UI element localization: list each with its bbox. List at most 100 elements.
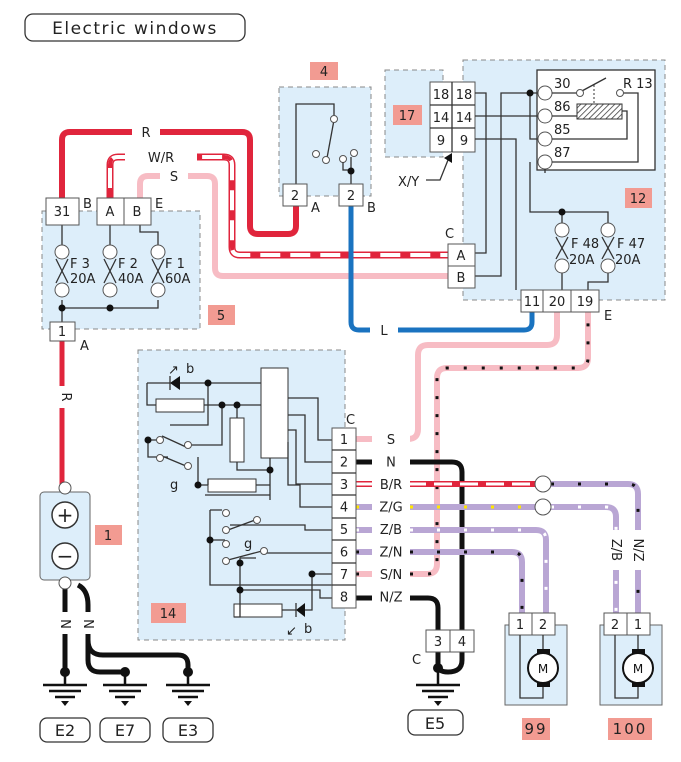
fusebox-zone: [41, 210, 201, 330]
component-label-1: 1: [104, 529, 112, 544]
connector-4a: 2: [291, 189, 299, 204]
ground-label: E3: [178, 721, 198, 740]
connector-4b: 2: [347, 189, 355, 204]
ground-e5: 3 4 C E5: [407, 629, 475, 736]
connector-pin-1: 1: [340, 433, 348, 448]
wire-l: [348, 206, 535, 333]
switch-label-1: g: [170, 478, 178, 493]
wire-label-pin-4: Z/G: [379, 501, 402, 516]
motor-100: 2 1 M 100: [599, 612, 663, 740]
junction-zg: [534, 498, 552, 516]
wire-label-battery-r: R: [58, 392, 73, 401]
connector-pin-6: 6: [340, 546, 348, 561]
ground-label: E2: [55, 721, 75, 740]
svg-text:2: 2: [611, 618, 619, 633]
wire-s-top: [137, 173, 448, 279]
wire-s: [356, 312, 560, 442]
ground-e3: E3: [162, 667, 214, 743]
svg-text:1: 1: [516, 618, 524, 633]
svg-text:1: 1: [634, 618, 642, 633]
svg-text:9: 9: [437, 134, 445, 149]
svg-text:↙: ↙: [286, 624, 297, 639]
component-label-14: 14: [160, 607, 177, 622]
wire-label-pin-8: N/Z: [379, 591, 402, 606]
wire-label-zb-motor100: Z/B: [608, 539, 623, 561]
svg-text:F 3: F 3: [70, 257, 90, 272]
battery-plus: +: [57, 503, 74, 527]
svg-text:M: M: [538, 662, 548, 676]
component-label-100: 100: [613, 720, 648, 738]
wire-label-l: L: [380, 324, 388, 339]
svg-text:↗: ↗: [168, 363, 179, 378]
connector-31: 31: [54, 205, 71, 220]
svg-text:4: 4: [458, 635, 466, 650]
connector-12c-a: A: [457, 249, 466, 264]
connector-1: 1: [58, 325, 66, 340]
ground-label-e5: E5: [425, 714, 445, 733]
wire-label-s: S: [170, 170, 178, 185]
wire-label-wr: W/R: [148, 151, 174, 166]
svg-text:87: 87: [554, 146, 571, 161]
svg-text:C: C: [412, 653, 421, 668]
connector-e-b: B: [133, 205, 142, 220]
connector-12e-19: 19: [577, 295, 594, 310]
svg-text:18: 18: [433, 88, 450, 103]
svg-text:B: B: [83, 197, 92, 212]
wire-label-pin-7: S/N: [380, 568, 402, 583]
svg-text:M: M: [633, 662, 643, 676]
svg-text:A: A: [80, 339, 89, 354]
connector-pin-4: 4: [340, 501, 348, 516]
svg-text:A: A: [311, 201, 320, 216]
connector-pin-7: 7: [340, 568, 348, 583]
svg-text:86: 86: [554, 100, 571, 115]
wire-label-ground-n1: N: [57, 619, 72, 629]
fuse-f3: [54, 244, 70, 298]
switch4-zone: [278, 86, 372, 197]
grounds: E2 E7 E3: [39, 667, 214, 743]
svg-text:14: 14: [456, 111, 473, 126]
connector-pin-8: 8: [340, 591, 348, 606]
connector-pin-3: 3: [340, 478, 348, 493]
svg-text:2: 2: [539, 618, 547, 633]
wire-zb: [356, 527, 549, 613]
wire-label-pin-1: S: [387, 433, 395, 448]
ground-label: E7: [115, 721, 135, 740]
title-text: Electric windows: [52, 19, 218, 39]
connector-pin-2: 2: [340, 456, 348, 471]
switch-label-2: g: [244, 537, 252, 552]
svg-text:F 1: F 1: [165, 257, 185, 272]
svg-text:14: 14: [433, 111, 450, 126]
battery-minus: −: [57, 544, 74, 568]
wire-zg: [551, 504, 619, 613]
wire-wr: [108, 155, 448, 257]
svg-text:60A: 60A: [165, 272, 191, 287]
battery-1: + − 1: [39, 481, 122, 590]
fuse-f2: [102, 244, 118, 298]
switch-14: b ↗ b ↙ g g 14 C: [144, 362, 355, 639]
lamp-label-bottom: b: [304, 622, 312, 637]
connector-pin-5: 5: [340, 523, 348, 538]
svg-text:20A: 20A: [569, 253, 595, 268]
wire-label-nz-motor100: N/Z: [630, 538, 645, 561]
wire-label-r: R: [141, 126, 150, 141]
ground-e2: E2: [39, 667, 91, 743]
component-label-4: 4: [320, 65, 328, 80]
wire-label-ground-n2: N: [80, 619, 95, 629]
svg-text:3: 3: [434, 635, 442, 650]
svg-text:9: 9: [460, 134, 468, 149]
svg-text:F 47: F 47: [617, 237, 645, 252]
connector-e-a: A: [106, 205, 115, 220]
wire-nz: [356, 595, 441, 630]
wires: [59, 129, 641, 675]
wire-label-pin-3: B/R: [380, 478, 402, 493]
wire-n: [356, 459, 465, 630]
wire-label-pin-6: Z/N: [379, 546, 402, 561]
wire-r: [59, 129, 299, 237]
fuse-f1: [150, 244, 166, 298]
svg-text:R 13: R 13: [623, 77, 653, 92]
svg-text:40A: 40A: [118, 272, 144, 287]
